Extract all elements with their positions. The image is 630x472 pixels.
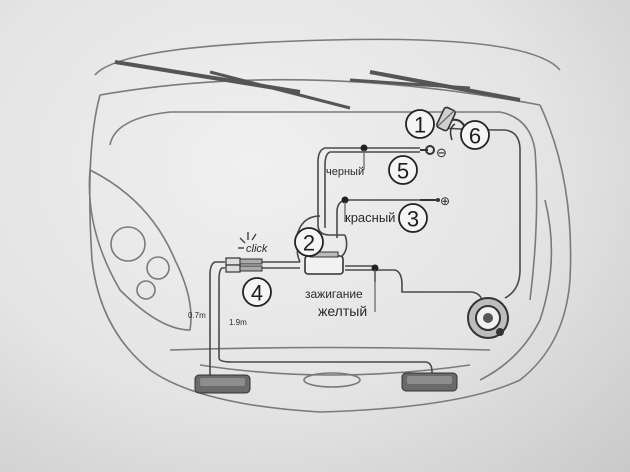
- horn-speaker-icon: [467, 297, 509, 339]
- cowl-line: [99, 78, 541, 106]
- wire-harness: [339, 234, 348, 259]
- click-star-icon: [238, 232, 257, 249]
- car-outline: [88, 38, 572, 413]
- headlight-lens-1: [110, 226, 146, 262]
- callout-5: 5: [388, 155, 418, 185]
- negative-terminal: [420, 145, 435, 155]
- junction-black: [360, 144, 368, 152]
- positive-terminal: [420, 198, 440, 202]
- bumper-line: [199, 364, 471, 376]
- wire-yellow: [345, 265, 376, 282]
- grille-badge: [303, 372, 361, 388]
- callout-1-label: 1: [414, 113, 426, 138]
- wiring: [209, 127, 521, 382]
- label-black: черный: [326, 166, 364, 178]
- junction-red: [341, 196, 349, 204]
- left-horn: [194, 374, 251, 394]
- callout-2-label: 2: [303, 231, 315, 256]
- wire-to-horn: [444, 127, 521, 299]
- callout-1: 1: [405, 109, 435, 139]
- connectors: [225, 257, 263, 273]
- junction-yellow: [371, 264, 379, 272]
- callout-6: 6: [460, 120, 490, 150]
- callout-6-label: 6: [469, 124, 481, 149]
- plus-sign-icon: ⊕: [440, 194, 450, 208]
- wire-black: [317, 147, 420, 236]
- label-click: click: [246, 243, 268, 255]
- grille-line: [169, 346, 491, 351]
- label-dist-right: 1.9m: [229, 318, 247, 327]
- wiper-arm-right: [349, 78, 471, 90]
- hood-outline: [88, 94, 572, 413]
- label-yellow: желтый: [318, 303, 367, 319]
- minus-sign-icon: ⊖: [436, 145, 447, 160]
- callout-2: 2: [294, 227, 324, 257]
- engine-bay-outline: [109, 111, 538, 301]
- right-horn: [401, 372, 458, 392]
- windshield-edge: [94, 38, 561, 76]
- headlight-lens-3: [136, 280, 156, 300]
- right-fender: [479, 199, 553, 381]
- label-dist-left: 0.7m: [188, 311, 206, 320]
- callout-4-label: 4: [251, 281, 263, 306]
- left-headlight: [88, 168, 192, 331]
- callout-3: 3: [398, 203, 428, 233]
- wiper-arm-left: [209, 70, 351, 110]
- label-red: красный: [345, 210, 395, 225]
- wire-left-horn: [209, 261, 225, 382]
- wire-black-2: [324, 151, 420, 228]
- leader-fuse: [437, 109, 456, 127]
- wire-relay-horn: [345, 269, 484, 303]
- callout-5-label: 5: [397, 159, 409, 184]
- headlight-lens-2: [146, 256, 170, 280]
- label-ignition: зажигание: [305, 287, 363, 301]
- callout-3-label: 3: [407, 207, 419, 232]
- wipers: [114, 60, 521, 110]
- callout-4: 4: [242, 277, 272, 307]
- wire-right-horn: [218, 267, 433, 380]
